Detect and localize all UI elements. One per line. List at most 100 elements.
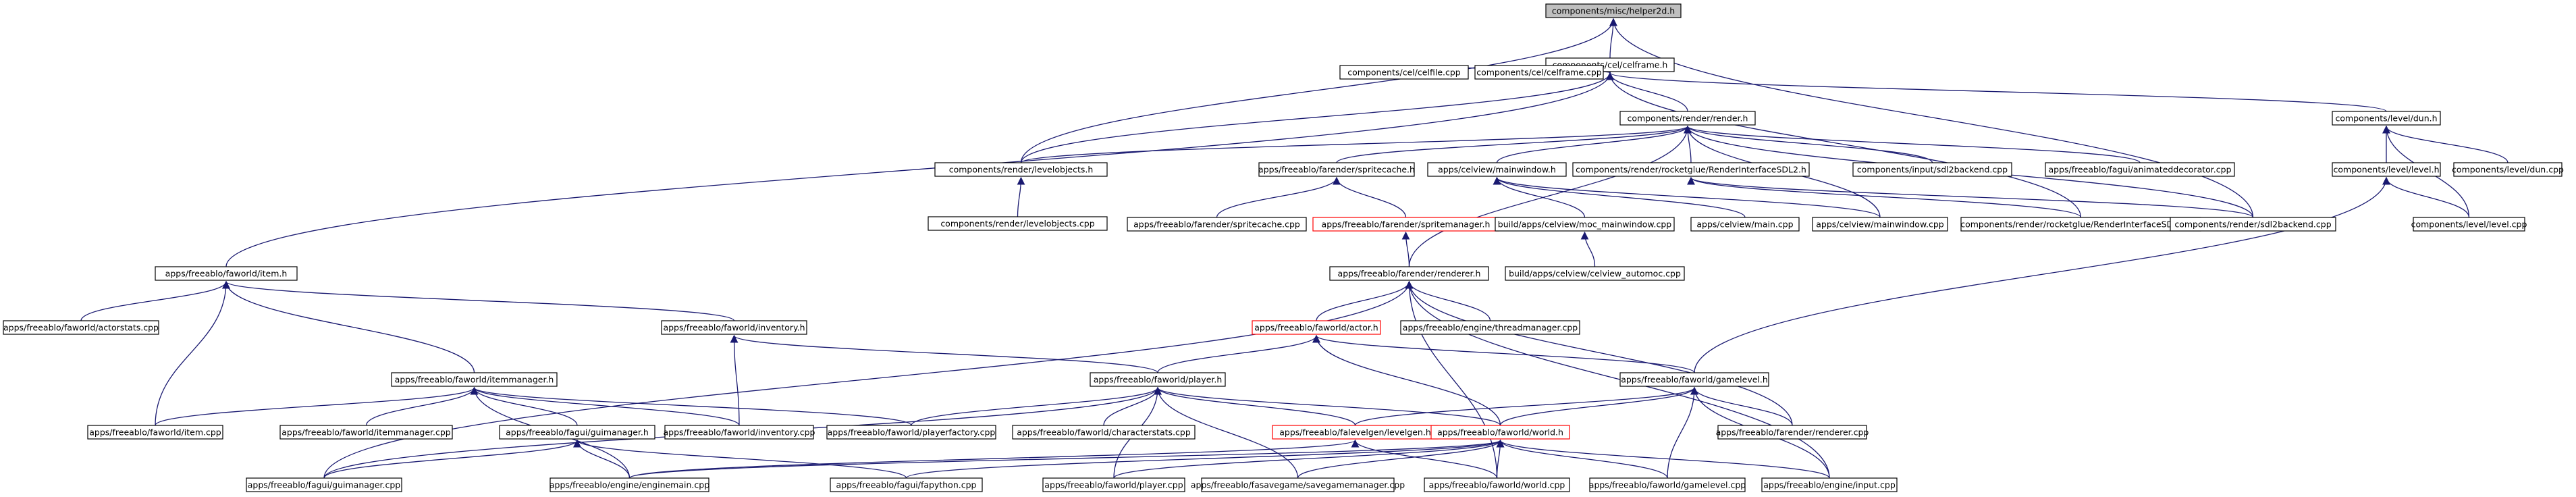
node-apps-freeablo-faworld-gamelevel-cpp[interactable]: apps/freeablo/faworld/gamelevel.cpp: [1589, 477, 1746, 492]
node-box: [1474, 65, 1604, 80]
node-box: [1505, 266, 1685, 281]
node-label: apps/celview/main.cpp: [1696, 219, 1793, 230]
node-apps-celview-main-cpp[interactable]: apps/celview/main.cpp: [1690, 217, 1800, 232]
node-components-render-rocketglue-renderinterfacesdl2-h[interactable]: components/render/rocketglue/RenderInter…: [1572, 162, 1810, 177]
node-box: [2413, 217, 2525, 232]
node-label: build/apps/celview/celview_automoc.cpp: [1509, 269, 1681, 279]
edge-n47-to-n41: [1297, 439, 1505, 479]
node-box: [934, 162, 1108, 177]
edge-n26-to-n25: [80, 280, 230, 321]
node-box: [1090, 372, 1226, 387]
node-components-level-level-cpp[interactable]: components/level/level.cpp: [2411, 217, 2527, 232]
node-components-level-dun-h[interactable]: components/level/dun.h: [2332, 111, 2441, 126]
node-label: components/misc/helper2d.h: [1552, 6, 1675, 16]
node-box: [1258, 162, 1415, 177]
node-label: apps/freeablo/faworld/gamelevel.h: [1621, 375, 1768, 385]
node-apps-celview-mainwindow-h[interactable]: apps/celview/mainwindow.h: [1427, 162, 1567, 177]
node-components-cel-celframe-cpp[interactable]: components/cel/celframe.cpp: [1474, 65, 1604, 80]
edge-n12-to-n05: [1336, 125, 1692, 163]
node-label: apps/freeablo/faworld/player.h: [1094, 375, 1223, 385]
node-box: [661, 320, 807, 335]
edge-n13-to-n12: [1216, 176, 1341, 218]
node-box: [2332, 162, 2441, 177]
edge-n44-to-n39: [573, 439, 630, 479]
node-apps-freeablo-engine-input-cpp[interactable]: apps/freeablo/engine/input.cpp: [1761, 477, 1898, 492]
node-apps-freeablo-farender-renderer-h[interactable]: apps/freeablo/farender/renderer.h: [1329, 266, 1489, 281]
node-apps-freeablo-faworld-world-h[interactable]: apps/freeablo/faworld/world.h: [1430, 425, 1570, 440]
node-label: apps/freeablo/farender/spritemanager.h: [1322, 219, 1491, 230]
node-apps-freeablo-farender-spritecache-h[interactable]: apps/freeablo/farender/spritecache.h: [1258, 162, 1415, 177]
node-box: [391, 372, 558, 387]
node-components-level-level-h[interactable]: components/level/level.h: [2332, 162, 2441, 177]
edge-n46-to-n41: [1113, 439, 1505, 479]
edge-n34-to-n25: [155, 280, 230, 426]
node-apps-freeablo-faworld-playerfactory-cpp[interactable]: apps/freeablo/faworld/playerfactory.cpp: [826, 425, 996, 440]
node-label: apps/freeablo/faworld/itemmanager.cpp: [281, 427, 451, 438]
node-build-apps-celview-moc-mainwindow-cpp[interactable]: build/apps/celview/moc_mainwindow.cpp: [1495, 217, 1675, 232]
edge-n27-to-n14: [1401, 231, 1410, 267]
node-components-level-dun-cpp[interactable]: components/level/dun.cpp: [2452, 162, 2564, 177]
node-box: [1012, 425, 1196, 440]
node-components-misc-helper2d-h[interactable]: components/misc/helper2d.h: [1545, 3, 1682, 18]
node-box: [1572, 162, 1810, 177]
node-box: [246, 477, 402, 492]
edge-n50-to-n41: [1496, 439, 1830, 479]
node-components-render-render-h[interactable]: components/render/render.h: [1619, 111, 1756, 126]
node-components-render-rocketglue-renderinterfacesdl2-cpp[interactable]: components/render/rocketglue/RenderInter…: [1960, 217, 2201, 232]
node-apps-freeablo-fagui-animateddecorator-cpp[interactable]: apps/freeablo/fagui/animateddecorator.cp…: [2045, 162, 2235, 177]
node-apps-freeablo-faworld-inventory-h[interactable]: apps/freeablo/faworld/inventory.h: [661, 320, 807, 335]
node-apps-freeablo-faworld-item-cpp[interactable]: apps/freeablo/faworld/item.cpp: [87, 425, 223, 440]
node-apps-freeablo-faworld-inventory-cpp[interactable]: apps/freeablo/faworld/inventory.cpp: [664, 425, 815, 440]
node-apps-freeablo-faworld-itemmanager-cpp[interactable]: apps/freeablo/faworld/itemmanager.cpp: [279, 425, 453, 440]
node-apps-freeablo-faworld-gamelevel-h[interactable]: apps/freeablo/faworld/gamelevel.h: [1619, 372, 1769, 387]
node-apps-freeablo-faworld-player-cpp[interactable]: apps/freeablo/faworld/player.cpp: [1042, 477, 1185, 492]
node-box: [1252, 320, 1381, 335]
edge-n48-to-n41: [1496, 439, 1505, 479]
node-apps-freeablo-fagui-fapython-cpp[interactable]: apps/freeablo/fagui/fapython.cpp: [830, 477, 983, 492]
file-nodes: components/misc/helper2d.h components/cel…: [3, 3, 2564, 492]
node-apps-freeablo-faworld-world-cpp[interactable]: apps/freeablo/faworld/world.cpp: [1424, 477, 1570, 492]
node-components-render-levelobjects-cpp[interactable]: components/render/levelobjects.cpp: [928, 216, 1108, 231]
node-apps-freeablo-faworld-item-h[interactable]: apps/freeablo/faworld/item.h: [155, 266, 298, 281]
node-apps-freeablo-faworld-characterstats-cpp[interactable]: apps/freeablo/faworld/characterstats.cpp: [1012, 425, 1196, 440]
node-label: apps/freeablo/fagui/guimanager.cpp: [248, 480, 401, 490]
node-box: [1400, 320, 1580, 335]
node-label: apps/freeablo/fasavegame/savegamemanager…: [1191, 480, 1405, 490]
node-label: components/cel/celframe.cpp: [1476, 68, 1602, 78]
node-label: apps/freeablo/faworld/player.cpp: [1044, 480, 1183, 490]
node-apps-freeablo-farender-spritemanager-h[interactable]: apps/freeablo/farender/spritemanager.h: [1312, 217, 1499, 232]
node-apps-freeablo-faworld-player-h[interactable]: apps/freeablo/faworld/player.h: [1090, 372, 1226, 387]
node-apps-freeablo-farender-spritecache-cpp[interactable]: apps/freeablo/farender/spritecache.cpp: [1127, 217, 1307, 232]
node-label: apps/freeablo/farender/spritecache.h: [1258, 165, 1415, 175]
node-apps-freeablo-fagui-guimanager-cpp[interactable]: apps/freeablo/fagui/guimanager.cpp: [246, 477, 402, 492]
node-components-render-sdl2backend-cpp[interactable]: components/render/sdl2backend.cpp: [2170, 217, 2336, 232]
edge-n43-to-n27: [323, 280, 1414, 479]
node-apps-freeablo-fagui-guimanager-h[interactable]: apps/freeablo/fagui/guimanager.h: [499, 425, 655, 440]
node-apps-freeablo-fasavegame-savegamemanager-cpp[interactable]: apps/freeablo/fasavegame/savegamemanager…: [1191, 477, 1405, 492]
node-apps-freeablo-engine-threadmanager-cpp[interactable]: apps/freeablo/engine/threadmanager.cpp: [1400, 320, 1580, 335]
edge-n39-to-n31: [470, 386, 578, 426]
node-apps-celview-mainwindow-cpp[interactable]: apps/celview/mainwindow.cpp: [1812, 217, 1948, 232]
node-label: components/level/dun.h: [2335, 113, 2437, 124]
node-label: components/render/rocketglue/RenderInter…: [1960, 219, 2201, 230]
node-box: [830, 477, 983, 492]
node-box: [1690, 217, 1800, 232]
node-apps-freeablo-faworld-actor-h[interactable]: apps/freeablo/faworld/actor.h: [1252, 320, 1381, 335]
node-components-input-sdl2backend-cpp[interactable]: components/input/sdl2backend.cpp: [1852, 162, 2012, 177]
node-components-cel-celfile-cpp[interactable]: components/cel/celfile.cpp: [1339, 65, 1469, 80]
edge-n21-to-n20: [1687, 176, 2082, 218]
edge-n50-to-n27: [1405, 280, 1830, 479]
edge-n32-to-n28: [730, 334, 1158, 373]
node-build-apps-celview-celview-automoc-cpp[interactable]: build/apps/celview/celview_automoc.cpp: [1505, 266, 1685, 281]
node-label: apps/freeablo/faworld/world.cpp: [1429, 480, 1565, 490]
node-apps-freeablo-falevelgen-levelgen-h[interactable]: apps/freeablo/falevelgen/levelgen.h: [1272, 425, 1439, 440]
node-apps-freeablo-faworld-itemmanager-h[interactable]: apps/freeablo/faworld/itemmanager.h: [391, 372, 558, 387]
node-apps-freeablo-faworld-actorstats-cpp[interactable]: apps/freeablo/faworld/actorstats.cpp: [3, 320, 159, 335]
edge-n38-to-n32: [1103, 386, 1162, 426]
node-apps-freeablo-farender-renderer-cpp[interactable]: apps/freeablo/farender/renderer.cpp: [1716, 425, 1869, 440]
node-apps-freeablo-engine-enginemain-cpp[interactable]: apps/freeablo/engine/enginemain.cpp: [549, 477, 709, 492]
node-components-render-levelobjects-h[interactable]: components/render/levelobjects.h: [934, 162, 1108, 177]
node-box: [2332, 111, 2441, 126]
edge-n29-to-n27: [1316, 280, 1414, 321]
